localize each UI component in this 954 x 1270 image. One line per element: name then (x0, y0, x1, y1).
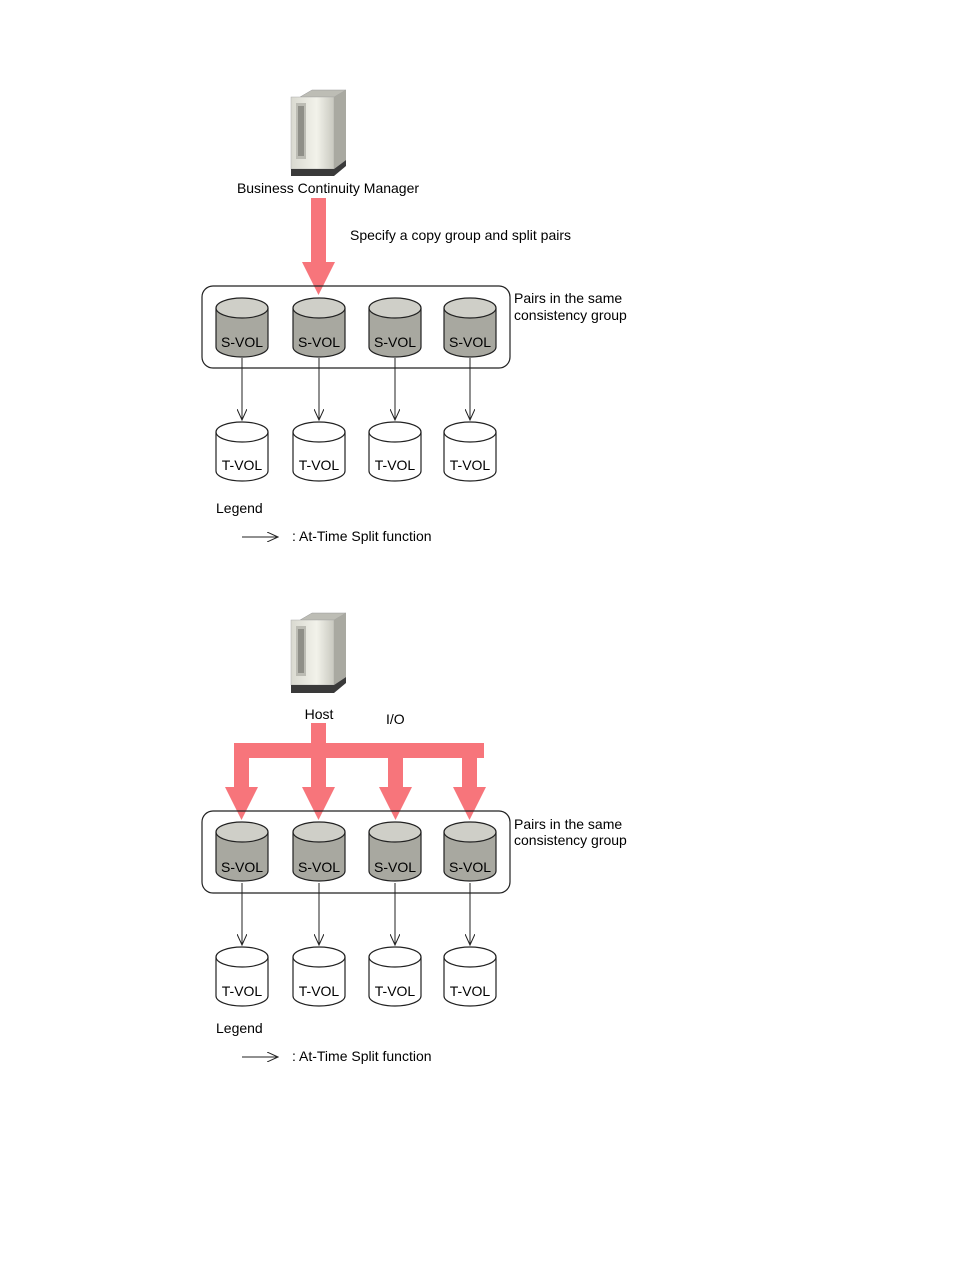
tvol-label: T-VOL (375, 983, 416, 999)
group-label-line2: consistency group (514, 307, 627, 323)
server-icon (290, 612, 347, 693)
tvol-cylinder: T-VOL (292, 421, 346, 482)
tvol-label: T-VOL (299, 457, 340, 473)
group-label-line1: Pairs in the same (514, 290, 622, 306)
tvol-label: T-VOL (450, 457, 491, 473)
svol-cylinder: S-VOL (368, 297, 422, 358)
tvol-cylinder: T-VOL (215, 421, 269, 482)
svol-label: S-VOL (374, 859, 416, 875)
svol-cylinder: S-VOL (368, 821, 422, 882)
svol-label: S-VOL (374, 334, 416, 350)
tvol-label: T-VOL (222, 457, 263, 473)
tvol-cylinder: T-VOL (368, 946, 422, 1007)
tvol-label: T-VOL (299, 983, 340, 999)
tvol-cylinder: T-VOL (292, 946, 346, 1007)
source-label: Business Continuity Manager (237, 180, 419, 196)
consistency-group-box (201, 810, 511, 894)
group-label-line1: Pairs in the same (514, 816, 622, 832)
svol-cylinder: S-VOL (443, 297, 497, 358)
svol-cylinder: S-VOL (292, 297, 346, 358)
io-flow-arrows (225, 723, 486, 820)
svol-cylinder: S-VOL (443, 821, 497, 882)
svol-label: S-VOL (298, 859, 340, 875)
tvol-label: T-VOL (375, 457, 416, 473)
diagram-1: Business Continuity Manager Specify a co… (201, 89, 627, 544)
flow-label: Specify a copy group and split pairs (350, 227, 571, 243)
svol-label: S-VOL (449, 334, 491, 350)
svol-label: S-VOL (221, 859, 263, 875)
svol-label: S-VOL (298, 334, 340, 350)
legend-item: : At-Time Split function (292, 1048, 432, 1064)
svol-cylinder: S-VOL (215, 297, 269, 358)
tvol-cylinder: T-VOL (215, 946, 269, 1007)
tvol-label: T-VOL (450, 983, 491, 999)
consistency-group-box (201, 285, 511, 369)
tvol-label: T-VOL (222, 983, 263, 999)
tvol-cylinder: T-VOL (368, 421, 422, 482)
svol-cylinder: S-VOL (215, 821, 269, 882)
svol-label: S-VOL (221, 334, 263, 350)
tvol-cylinder: T-VOL (443, 421, 497, 482)
legend-title: Legend (216, 1020, 263, 1036)
server-icon (290, 89, 347, 176)
legend-title: Legend (216, 500, 263, 516)
svol-label: S-VOL (449, 859, 491, 875)
source-label: Host (305, 706, 334, 722)
flow-label: I/O (386, 711, 405, 727)
flow-arrow (302, 198, 335, 295)
legend-item: : At-Time Split function (292, 528, 432, 544)
tvol-cylinder: T-VOL (443, 946, 497, 1007)
group-label-line2: consistency group (514, 832, 627, 848)
diagram-2: Host I/O Pairs in the same consistency g… (201, 612, 627, 1064)
svol-cylinder: S-VOL (292, 821, 346, 882)
